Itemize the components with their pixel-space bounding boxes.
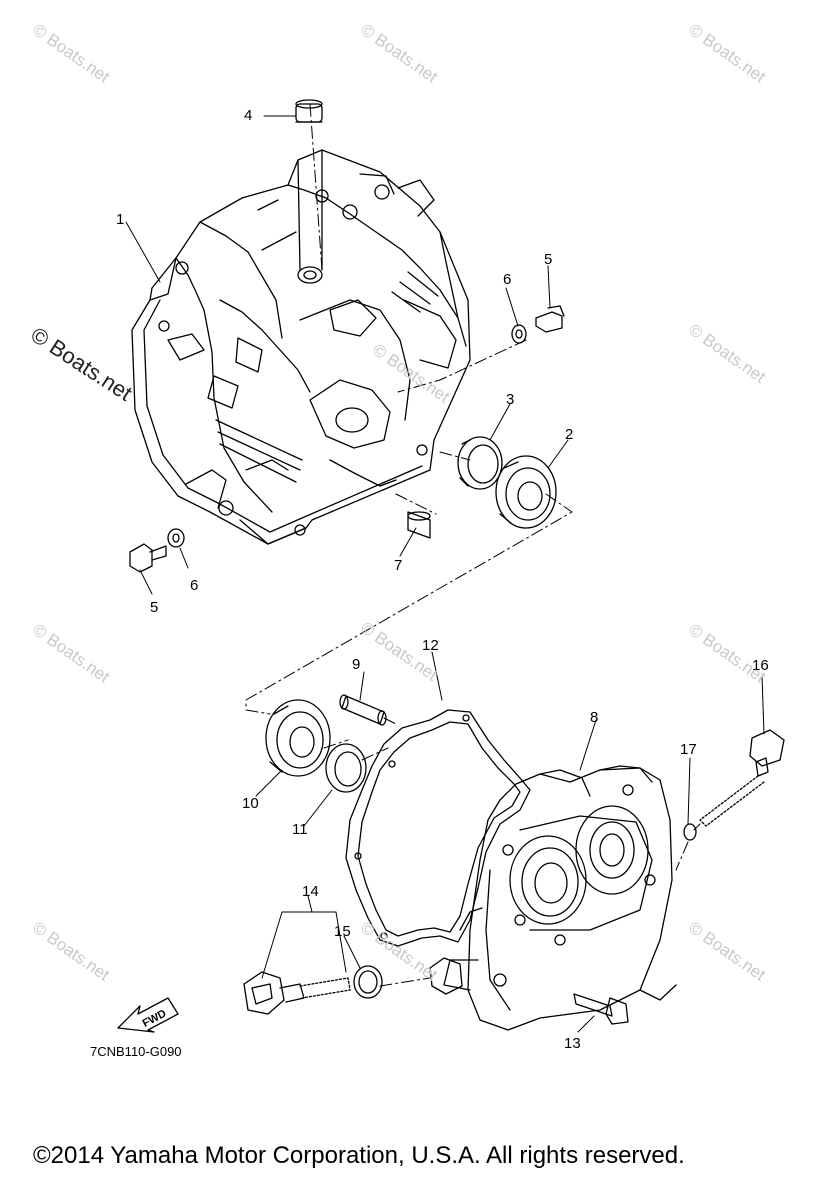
callout-3: 3: [506, 391, 515, 408]
part-6-washer-upper: [511, 324, 527, 344]
callout-14: 14: [302, 883, 319, 900]
callout-6-lower: 6: [190, 577, 199, 594]
callout-9: 9: [352, 656, 361, 673]
crankcase-cover-lower: [443, 765, 677, 1031]
part-16-dipstick: [699, 729, 785, 827]
part-12-gasket: [345, 709, 531, 947]
part-7-dowel-pin: [407, 511, 431, 539]
filler-neck: [429, 957, 463, 995]
leader-lines: [125, 115, 765, 1033]
callout-11: 11: [292, 821, 308, 838]
copyright-notice: ©2014 Yamaha Motor Corporation, U.S.A. A…: [33, 1142, 685, 1169]
part-11-oil-seal: [325, 743, 367, 793]
callout-2: 2: [565, 426, 574, 443]
part-13-bolt: [573, 993, 629, 1025]
part-15-o-ring: [353, 965, 383, 999]
alignment-lines: [245, 103, 701, 987]
part-9-dowel-pin: [339, 694, 387, 726]
part-14-dipstick-cap: [243, 971, 351, 1015]
callout-13: 13: [564, 1035, 581, 1052]
callout-1: 1: [116, 211, 125, 228]
crankcase-body-upper: [131, 149, 471, 545]
part-10-bearing: [265, 699, 331, 777]
fwd-arrow-icon: [117, 997, 179, 1033]
part-6-washer-lower: [167, 528, 185, 548]
callout-5-upper: 5: [544, 251, 553, 268]
part-2-bearing: [495, 455, 557, 529]
part-5-bolt-upper: [535, 305, 565, 333]
callout-5-lower: 5: [150, 599, 159, 616]
callout-10: 10: [242, 795, 259, 812]
callout-15: 15: [334, 923, 351, 940]
callout-8: 8: [590, 709, 599, 726]
part-3-oil-seal: [457, 436, 503, 490]
callout-7: 7: [394, 557, 403, 574]
callout-17: 17: [680, 741, 697, 758]
diagram-code: 7CNB110-G090: [90, 1044, 182, 1059]
part-17-o-ring: [683, 823, 697, 841]
callout-16: 16: [752, 657, 769, 674]
callout-12: 12: [422, 637, 439, 654]
callout-4: 4: [244, 107, 253, 124]
callout-6-upper: 6: [503, 271, 512, 288]
part-5-bolt-lower: [129, 543, 167, 573]
part-4-dowel: [295, 99, 323, 123]
